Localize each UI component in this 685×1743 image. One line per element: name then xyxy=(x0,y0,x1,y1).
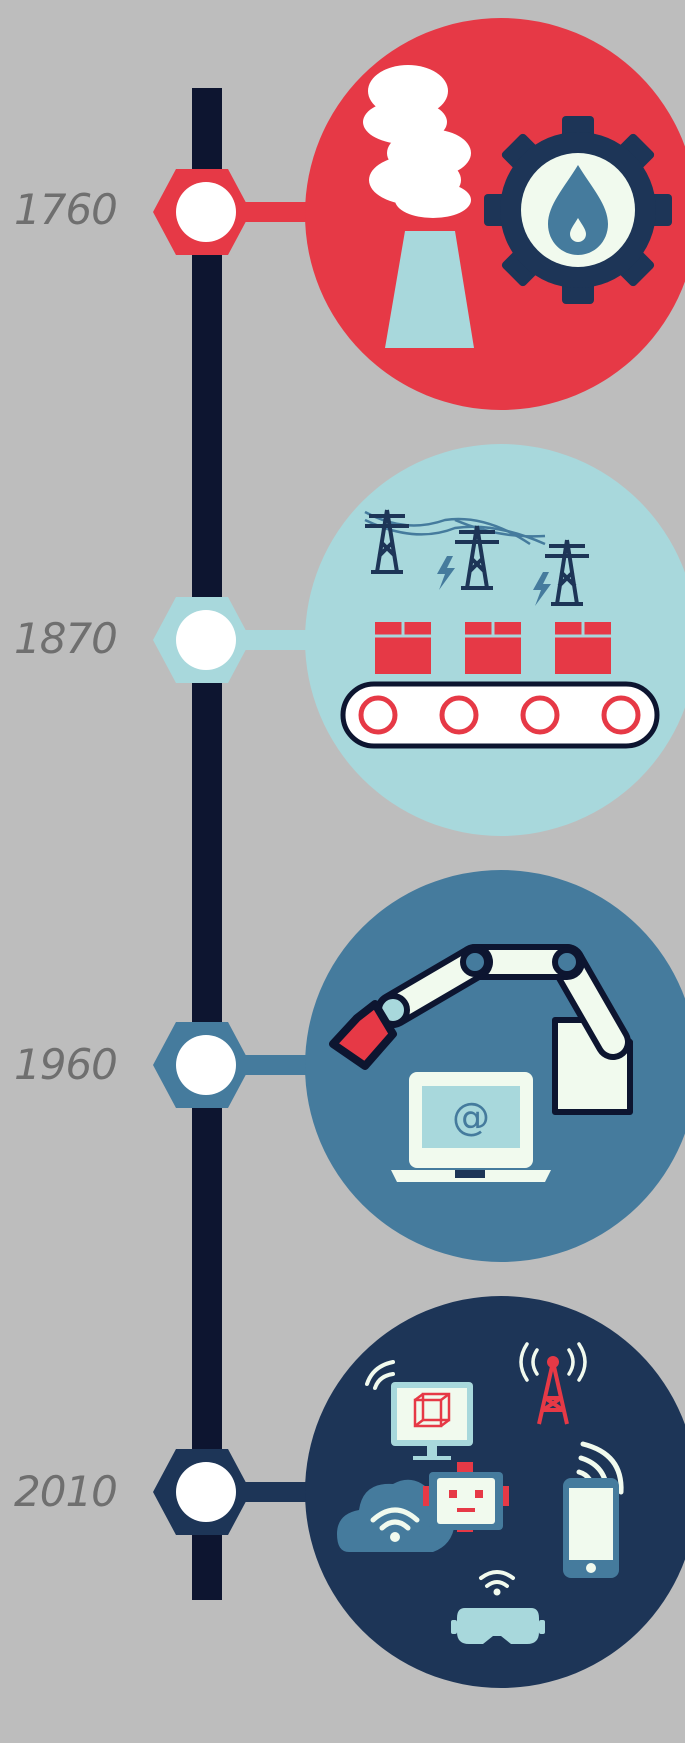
year-label-1960: 1960 xyxy=(14,1040,118,1089)
node-dot xyxy=(176,610,236,670)
timeline-node-1870[interactable] xyxy=(150,594,310,686)
timeline-node-1760[interactable] xyxy=(150,166,310,258)
gear-icon xyxy=(484,116,672,304)
3d-monitor-icon xyxy=(391,1382,473,1460)
smoke-icon xyxy=(363,65,471,218)
laptop-icon: @ xyxy=(391,1072,551,1182)
node-dot xyxy=(176,1035,236,1095)
wifi-icon xyxy=(479,1570,515,1588)
smartphone-icon xyxy=(563,1478,619,1578)
timeline-node-2010[interactable] xyxy=(150,1446,310,1538)
wifi-dot xyxy=(493,1588,501,1596)
node-connector xyxy=(230,202,310,222)
node-connector xyxy=(230,1055,310,1075)
era-circle-2010 xyxy=(305,1296,685,1688)
timeline-spine xyxy=(192,88,222,1600)
era-circle-1960: @ xyxy=(305,870,685,1262)
node-connector xyxy=(230,1482,310,1502)
power-tower-icon xyxy=(455,525,499,590)
power-tower-icon xyxy=(545,539,589,606)
lightning-icon xyxy=(437,556,455,590)
robot-face-icon xyxy=(423,1462,509,1532)
wifi-icon xyxy=(365,1360,395,1390)
node-dot xyxy=(176,1462,236,1522)
lightning-icon xyxy=(533,572,551,606)
cell-tower-icon xyxy=(519,1342,587,1425)
node-connector xyxy=(230,630,310,650)
node-dot xyxy=(176,182,236,242)
water-drop-icon xyxy=(548,165,608,255)
conveyor-belt-icon xyxy=(340,681,660,749)
at-sign-icon: @ xyxy=(452,1095,490,1139)
year-label-2010: 2010 xyxy=(14,1467,118,1516)
era-circle-1870 xyxy=(305,444,685,836)
era-circle-1760 xyxy=(305,18,685,410)
year-label-1760: 1760 xyxy=(14,185,118,234)
robot-arm-icon xyxy=(329,944,633,1115)
factory-chimney-icon xyxy=(385,231,474,348)
timeline-node-1960[interactable] xyxy=(150,1019,310,1111)
power-tower-icon xyxy=(365,509,409,574)
vr-headset-icon xyxy=(451,1608,545,1644)
year-label-1870: 1870 xyxy=(14,614,118,663)
